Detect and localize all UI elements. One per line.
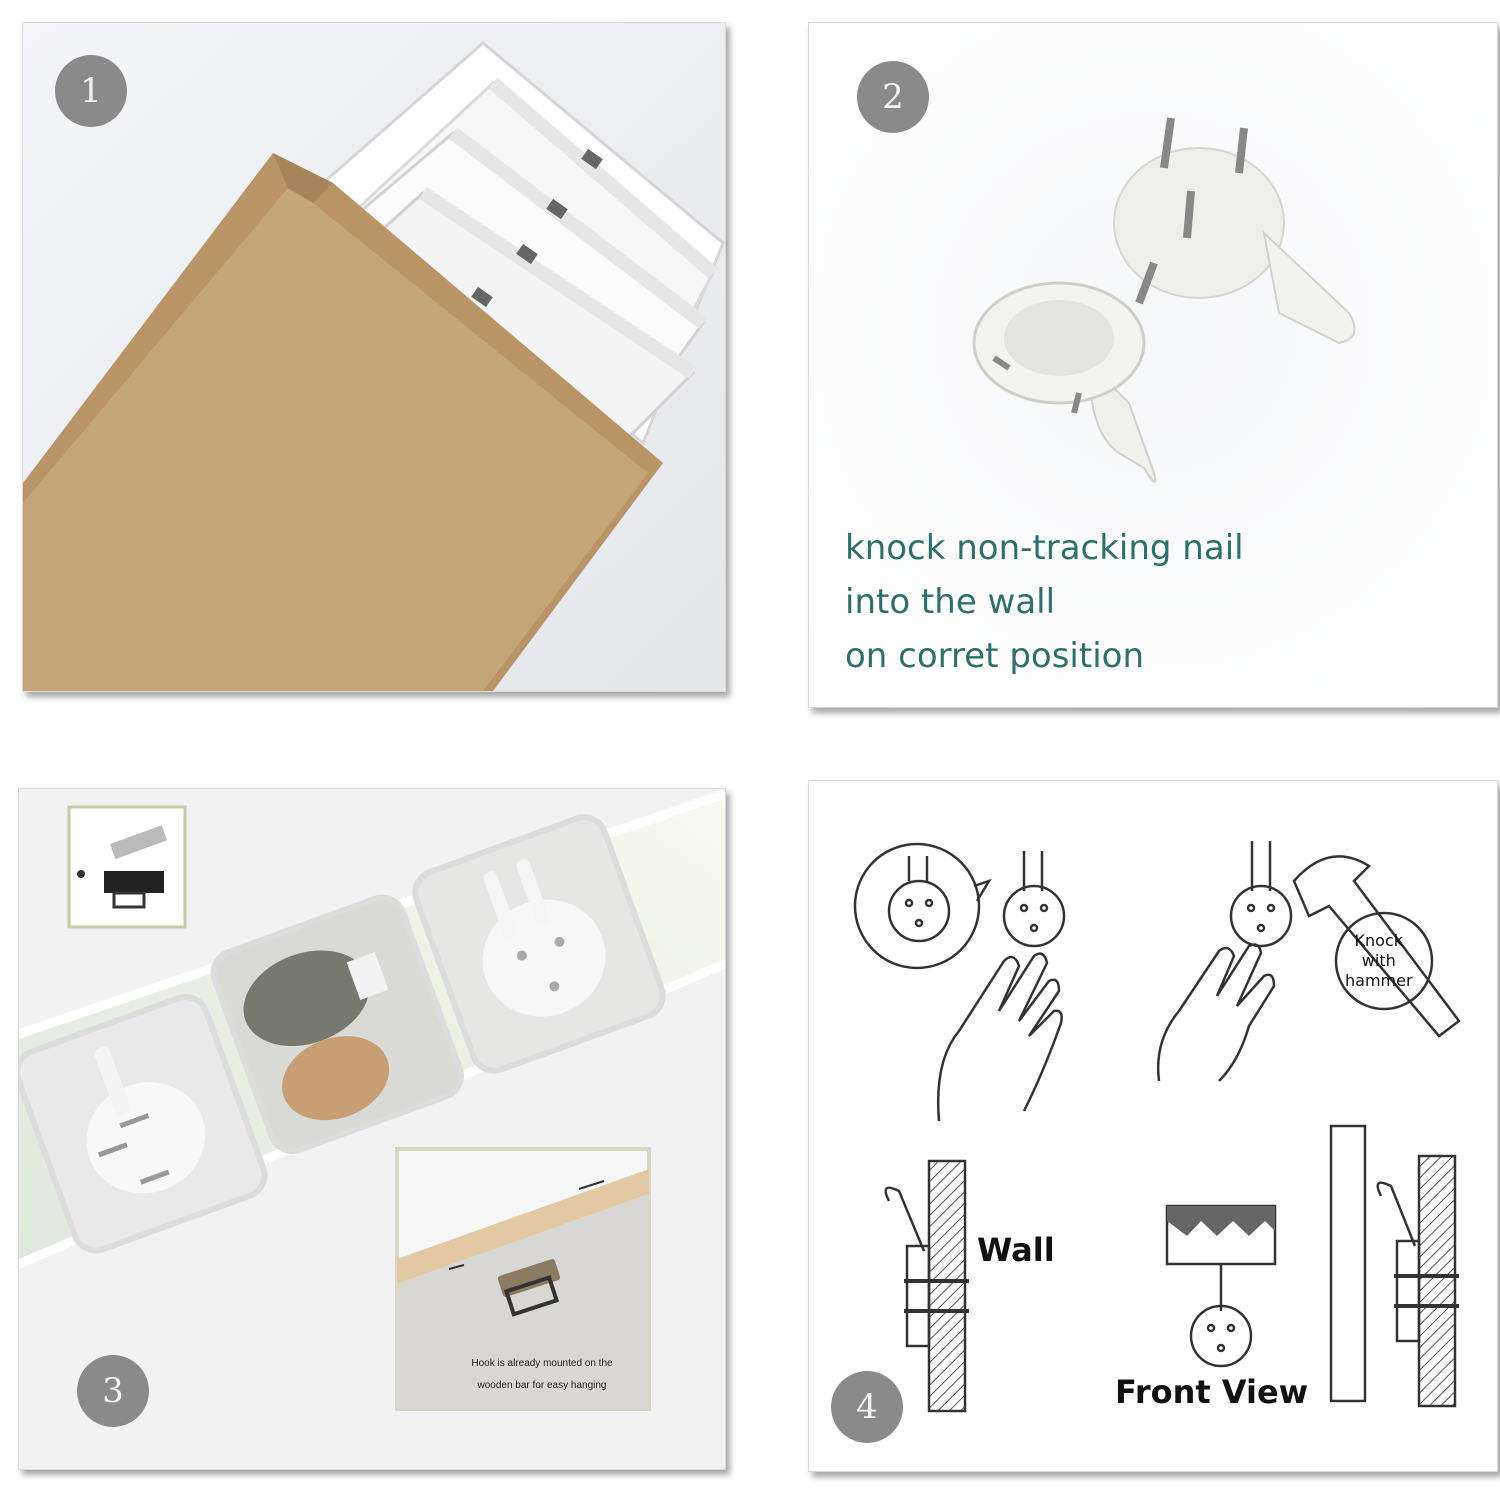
diagram-press-hook (853, 842, 1066, 1122)
panel-step-1: 1 (22, 22, 726, 692)
diagram-hammer-knock (1157, 841, 1461, 1082)
diagram-wall-side-view (884, 1159, 969, 1413)
panel-step-2: 2 knock non-tracking nail into the wall … (808, 22, 1498, 708)
canvas-package-photo (23, 23, 725, 691)
cardboard-box (23, 153, 663, 691)
caption-line-1: knock non-tracking nail (845, 528, 1244, 568)
step-badge: 3 (77, 1355, 149, 1427)
panel-step-4: Wall Front View Knock with hammer 4 (808, 780, 1498, 1472)
photo-hook-back (412, 814, 666, 1074)
knock-line-1: Knock (1354, 931, 1404, 950)
photo-hook-front (19, 994, 268, 1254)
plastic-hook-front (972, 261, 1158, 483)
caption-line-3: on corret position (845, 636, 1144, 676)
thumbnail-hook-kit (67, 805, 187, 929)
plastic-hook-back (1113, 117, 1356, 345)
hook-mount-collage (19, 789, 725, 1469)
note-line-2: wooden bar for easy hanging (477, 1380, 607, 1391)
label-front-view: Front View (1115, 1373, 1309, 1411)
photo-hammering (210, 894, 464, 1154)
hook-photo (809, 23, 1497, 707)
step-badge: 2 (857, 61, 929, 133)
label-knock-with-hammer: Knock with hammer (1345, 931, 1413, 991)
mounted-hook-note: Hook is already mounted on the wooden ba… (447, 1353, 637, 1397)
step-badge: 1 (55, 55, 127, 127)
note-line-1: Hook is already mounted on the (471, 1358, 613, 1369)
diagram-front-view (1165, 1124, 1459, 1408)
knock-line-3: hammer (1345, 971, 1413, 990)
step-badge: 4 (831, 1371, 903, 1443)
panel-step-3: Hook is already mounted on the wooden ba… (18, 788, 726, 1470)
knock-line-2: with (1361, 951, 1396, 970)
installation-diagram (809, 781, 1497, 1471)
photo-mounted-hook (395, 1147, 651, 1411)
instruction-caption: knock non-tracking nail into the wall on… (845, 521, 1244, 683)
caption-line-2: into the wall (845, 582, 1056, 622)
label-wall: Wall (977, 1231, 1055, 1269)
